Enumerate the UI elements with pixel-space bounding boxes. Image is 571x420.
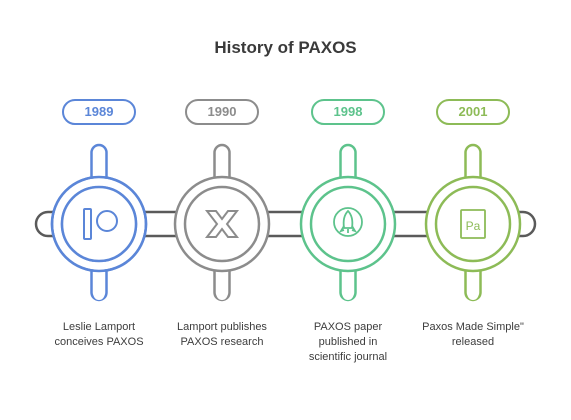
patreon-logo-icon [83, 208, 118, 240]
timeline-node-1990 [173, 143, 271, 302]
diagram-title: History of PAXOS [214, 38, 357, 57]
description-line: PAXOS paper [313, 321, 383, 333]
description-line: Lamport publishes [177, 321, 267, 333]
year-label-1998: 1998 [311, 99, 385, 125]
year-label-1989: 1989 [62, 99, 136, 125]
description-line: scientific journal [308, 351, 388, 363]
description-line: conceives PAXOS [54, 336, 144, 348]
timeline-node-2001 [424, 143, 522, 302]
event-description-1989: Leslie Lamport conceives PAXOS [34, 320, 164, 350]
description-line: released [451, 336, 495, 348]
description-line: PAXOS research [180, 336, 264, 348]
timeline-bar [34, 210, 537, 238]
rocket-icon [333, 207, 363, 237]
event-description-1998: PAXOS paper published in scientific journa… [283, 320, 413, 365]
event-description-2001: Paxos Made Simple" released [408, 320, 538, 350]
description-line: Paxos Made Simple" [422, 321, 524, 333]
crossed-x-icon [204, 210, 240, 238]
year-label-1990: 1990 [185, 99, 259, 125]
description-line: Leslie Lamport [62, 321, 136, 333]
pa-document-icon: Pa [460, 209, 486, 239]
timeline-node-1989 [50, 143, 148, 302]
description-line: published in [318, 336, 378, 348]
timeline-node-1998 [299, 143, 397, 302]
svg-text:Pa: Pa [466, 219, 481, 233]
year-label-2001: 2001 [436, 99, 510, 125]
